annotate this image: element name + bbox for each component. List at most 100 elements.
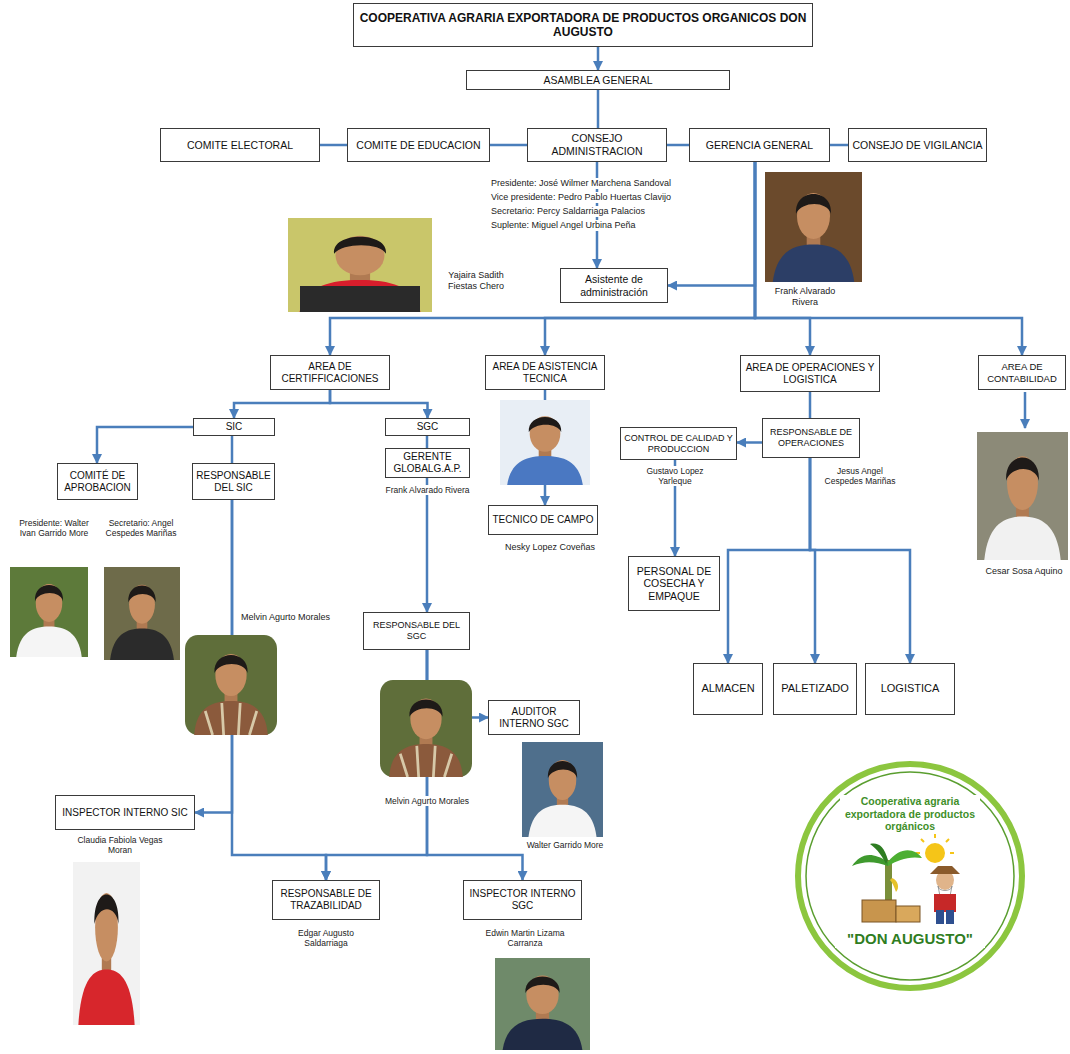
portrait-photo [104, 567, 180, 660]
person-name: Gustavo Lopez Yarleque [638, 466, 712, 486]
logo-banana [890, 878, 898, 892]
person-name: Vice presidente: Pedro Pablo Huertas Cla… [490, 192, 672, 203]
org-box: PALETIZADO [773, 663, 857, 715]
connector [426, 478, 429, 612]
connector [755, 162, 1022, 355]
connector [830, 144, 848, 147]
logo-farmer-shirt [934, 894, 956, 912]
person-name: Edwin Martin Lizama Carranza [470, 928, 580, 948]
portrait-photo [500, 400, 590, 485]
logo-ring [798, 764, 1022, 988]
logo-farmer-hat [930, 866, 960, 874]
person-name: Suplente: Miguel Angel Urbina Peña [490, 220, 637, 231]
org-box: AREA DE OPERACIONES Y LOGISTICA [740, 355, 880, 392]
connector [810, 458, 910, 663]
connector [667, 144, 689, 147]
logo-text: Cooperativa agraria exportadora de produ… [840, 795, 980, 833]
logo-crate [862, 900, 896, 922]
box-text: AREA DE CONTABILIDAD [982, 361, 1062, 384]
logo-sun [925, 843, 945, 863]
org-box: AREA DE CONTABILIDAD [978, 355, 1066, 390]
box-text: TECNICO DE CAMPO [492, 514, 593, 526]
person-name: Presidente: Walter Ivan Garrido More [12, 518, 96, 538]
person-name: Claudia Fabiola Vegas Moran [70, 835, 170, 855]
connector [426, 436, 429, 448]
org-box: COMITE ELECTORAL [160, 128, 320, 162]
org-box: PERSONAL DE COSECHA Y EMPAQUE [628, 556, 720, 611]
logo-leaf [870, 844, 888, 864]
portrait-photo [73, 862, 140, 1025]
org-box: INSPECTOR INTERNO SIC [55, 795, 195, 830]
person-name: Frank Alvarado Rivera [770, 286, 840, 308]
box-text: LOGISTICA [881, 682, 940, 695]
leader-arrow [1024, 392, 1027, 428]
org-box: TECNICO DE CAMPO [488, 505, 598, 535]
person-name: Edgar Augusto Saldarriaga [276, 928, 376, 948]
box-text: GERENTE GLOBALG.A.P. [389, 451, 466, 475]
org-box: RESPONSABLE DE TRAZABILIDAD [272, 880, 380, 920]
org-box: GERENTE GLOBALG.A.P. [385, 448, 470, 478]
box-text: ASAMBLEA GENERAL [543, 74, 652, 87]
connector [668, 162, 755, 286]
connector [330, 390, 428, 418]
person-name: Cesar Sosa Aquino [982, 566, 1066, 577]
org-box: RESPONSABLE DEL SIC [192, 463, 275, 500]
org-box: GERENCIA GENERAL [689, 128, 830, 162]
box-text: INSPECTOR INTERNO SGC [467, 888, 578, 912]
org-box: AREA DE CERTIFFICACIONES [270, 355, 390, 390]
logo-farmer-leg [946, 910, 954, 924]
person-name: Presidente: José Wilmer Marchena Sandova… [490, 178, 672, 189]
box-text: CONSEJO DE VIGILANCIA [852, 139, 982, 152]
org-box: RESPONSABLE DE OPERACIONES [762, 418, 860, 458]
org-box: Asistente de administración [560, 268, 668, 303]
org-box: INSPECTOR INTERNO SGC [463, 880, 582, 920]
org-box: CONSEJO ADMINISTRACION [527, 128, 667, 162]
person-name: Melvin Agurto Morales [378, 796, 476, 806]
person-name: Yajaira Sadith Fiestas Chero [437, 270, 515, 292]
logo-crate [896, 906, 920, 922]
box-text: PERSONAL DE COSECHA Y EMPAQUE [632, 565, 716, 603]
logo-leaf [888, 850, 922, 866]
org-box: ASAMBLEA GENERAL [466, 70, 730, 90]
connector [809, 392, 812, 418]
connector [728, 458, 810, 663]
box-text: RESPONSABLE DEL SGC [367, 620, 466, 642]
box-text: RESPONSABLE DE TRAZABILIDAD [276, 888, 376, 912]
person-name: Frank Alvarado Rivera [380, 485, 475, 495]
box-text: Asistente de administración [564, 273, 664, 298]
box-text: RESPONSABLE DEL SIC [196, 470, 271, 494]
person-name: Nesky Lopez Coveñas [495, 542, 605, 553]
box-text: RESPONSABLE DE OPERACIONES [766, 427, 856, 449]
org-box: AREA DE ASISTENCIA TECNICA [485, 355, 605, 390]
connector [737, 441, 762, 444]
person-name: Secretario: Angel Cespedes Mariñas [104, 518, 178, 538]
org-box: SIC [193, 418, 275, 436]
person-name: Melvin Agurto Morales [240, 612, 350, 623]
connector [597, 47, 600, 70]
person-name: Jesus Angel Cespedes Mariñas [818, 466, 902, 486]
connector [234, 390, 330, 418]
portrait-photo [977, 432, 1068, 560]
org-box: ALMACEN [693, 663, 763, 715]
portrait-photo [185, 635, 277, 735]
portrait-photo [288, 218, 432, 312]
box-text: INSPECTOR INTERNO SIC [62, 807, 187, 819]
connector [320, 144, 347, 147]
org-box: SGC [385, 418, 470, 436]
portrait-photo [380, 680, 472, 777]
person-name: Walter Garrido More [522, 840, 608, 850]
box-text: PALETIZADO [781, 682, 849, 695]
org-box: AUDITOR INTERNO SGC [488, 700, 580, 735]
portrait-photo [10, 567, 88, 657]
box-text: COMITE DE EDUCACION [356, 139, 480, 152]
box-text: CONSEJO ADMINISTRACION [531, 132, 663, 157]
org-box: LOGISTICA [865, 663, 955, 715]
connector [545, 162, 755, 355]
org-box: RESPONSABLE DEL SGC [363, 612, 470, 650]
monitor-shape [300, 286, 420, 312]
logo-farmer-leg [936, 910, 944, 924]
person-name: Secretario: Percy Saldarriaga Palacios [490, 206, 646, 217]
connector [97, 427, 193, 463]
org-box: CONTROL DE CALIDAD Y PRODUCCION [620, 427, 737, 460]
